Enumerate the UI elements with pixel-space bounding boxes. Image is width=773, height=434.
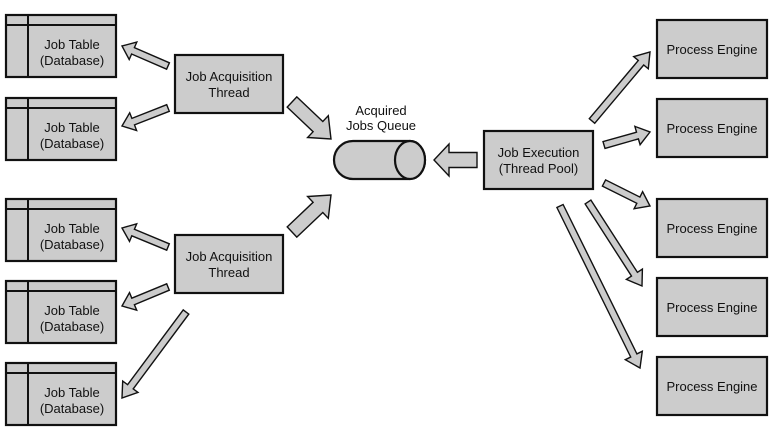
acquisition-thread-sublabel: Thread (208, 265, 249, 280)
process-engine-4: Process Engine (655, 355, 769, 417)
process-engine-label: Process Engine (666, 42, 757, 57)
process-engine-2: Process Engine (655, 197, 769, 259)
process-engine-box (655, 18, 769, 80)
job-table-sublabel: (Database) (40, 319, 104, 334)
process-engine-0: Process Engine (655, 18, 769, 80)
job-table-label: Job Table (44, 37, 99, 52)
process-engine-box (655, 197, 769, 259)
process-engine-box (655, 97, 769, 159)
acquisition-thread-sublabel: Thread (208, 85, 249, 100)
job-acquisition-thread-1: Job Acquisition Thread (173, 233, 285, 295)
acquired-jobs-queue: Acquired Jobs Queue (332, 103, 427, 181)
job-table-label: Job Table (44, 385, 99, 400)
block-arrow-7 (433, 142, 478, 178)
block-arrow-0 (120, 41, 171, 71)
executor-box (482, 129, 595, 191)
job-table-label: Job Table (44, 120, 99, 135)
acquisition-thread-label: Job Acquisition (186, 249, 273, 264)
job-table-2: Job Table (Database) (4, 197, 118, 263)
job-table-sublabel: (Database) (40, 53, 104, 68)
job-table-sublabel: (Database) (40, 237, 104, 252)
acquisition-thread-label: Job Acquisition (186, 69, 273, 84)
block-arrow-12 (555, 203, 644, 370)
job-table-label: Job Table (44, 221, 99, 236)
block-arrow-11 (584, 199, 644, 288)
job-acquisition-thread-0: Job Acquisition Thread (173, 53, 285, 115)
process-engine-label: Process Engine (666, 121, 757, 136)
block-arrow-8 (588, 51, 651, 125)
process-engine-label: Process Engine (666, 221, 757, 236)
queue-sublabel: Jobs Queue (346, 118, 416, 133)
executor-sublabel: (Thread Pool) (499, 161, 578, 176)
block-arrow-5 (286, 95, 332, 140)
job-table-1: Job Table (Database) (4, 96, 118, 162)
process-engine-1: Process Engine (655, 97, 769, 159)
job-table-3: Job Table (Database) (4, 279, 118, 345)
process-engine-3: Process Engine (655, 276, 769, 338)
process-engine-box (655, 276, 769, 338)
job-table-sublabel: (Database) (40, 136, 104, 151)
job-table-0: Job Table (Database) (4, 13, 118, 79)
job-execution-thread-pool: Job Execution (Thread Pool) (482, 129, 595, 191)
job-table-label: Job Table (44, 303, 99, 318)
arrows-layer (120, 41, 652, 400)
block-arrow-10 (601, 178, 652, 210)
queue-label: Acquired (355, 103, 406, 118)
block-arrow-6 (286, 194, 332, 239)
process-engine-label: Process Engine (666, 300, 757, 315)
acquisition-thread-box (173, 53, 285, 115)
process-engine-label: Process Engine (666, 379, 757, 394)
job-table-sublabel: (Database) (40, 401, 104, 416)
queue-cylinder-end (393, 139, 427, 181)
process-engine-box (655, 355, 769, 417)
block-arrow-4 (121, 308, 190, 400)
job-table-4: Job Table (Database) (4, 361, 118, 427)
block-arrow-9 (602, 125, 652, 150)
acquisition-thread-box (173, 233, 285, 295)
block-arrow-2 (120, 222, 171, 252)
block-arrow-3 (120, 282, 171, 312)
executor-label: Job Execution (498, 145, 580, 160)
block-arrow-1 (120, 103, 171, 132)
